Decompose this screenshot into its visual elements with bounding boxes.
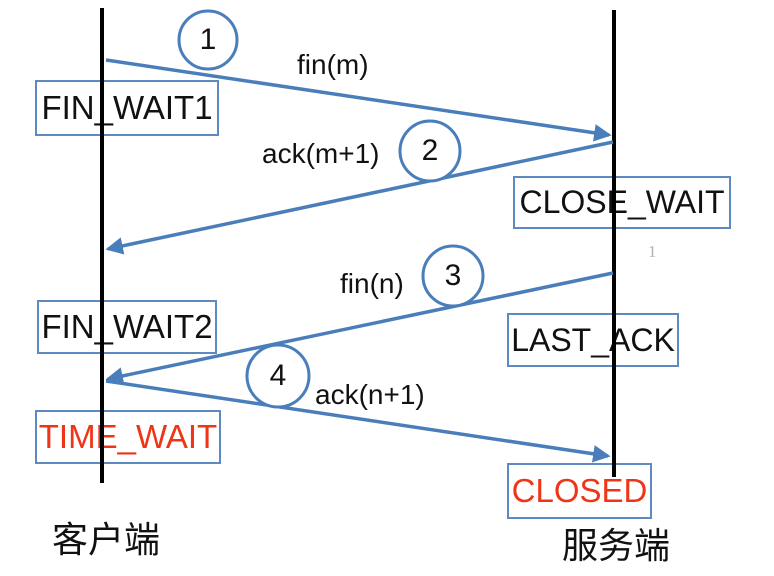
message-label-ack-n1: ack(n+1)	[315, 379, 425, 410]
state-box-fin-wait2: FIN_WAIT2	[37, 300, 217, 354]
actor-label-server: 服务端	[562, 525, 671, 566]
actor-label-client: 客户端	[52, 519, 161, 560]
state-label-close-wait: CLOSE_WAIT	[519, 184, 725, 220]
state-box-time-wait: TIME_WAIT	[35, 410, 221, 464]
state-label-fin-wait1: FIN_WAIT1	[41, 89, 213, 126]
step-number-2: 2	[421, 134, 439, 167]
step-number-3: 3	[444, 259, 462, 292]
state-box-fin-wait1: FIN_WAIT1	[35, 80, 219, 136]
state-label-closed: CLOSED	[511, 472, 648, 509]
step-number-1: 1	[199, 23, 217, 56]
page-number: 1	[648, 242, 657, 261]
message-label-fin-n: fin(n)	[340, 268, 404, 299]
state-box-last-ack: LAST_ACK	[507, 313, 679, 367]
step-number-4: 4	[269, 359, 287, 392]
message-label-ack-m1: ack(m+1)	[262, 138, 380, 169]
state-box-closed: CLOSED	[507, 463, 652, 519]
state-label-time-wait: TIME_WAIT	[38, 418, 218, 455]
state-box-close-wait: CLOSE_WAIT	[513, 176, 731, 229]
state-label-last-ack: LAST_ACK	[511, 321, 675, 358]
state-label-fin-wait2: FIN_WAIT2	[41, 308, 213, 345]
message-label-fin-m: fin(m)	[297, 49, 369, 80]
